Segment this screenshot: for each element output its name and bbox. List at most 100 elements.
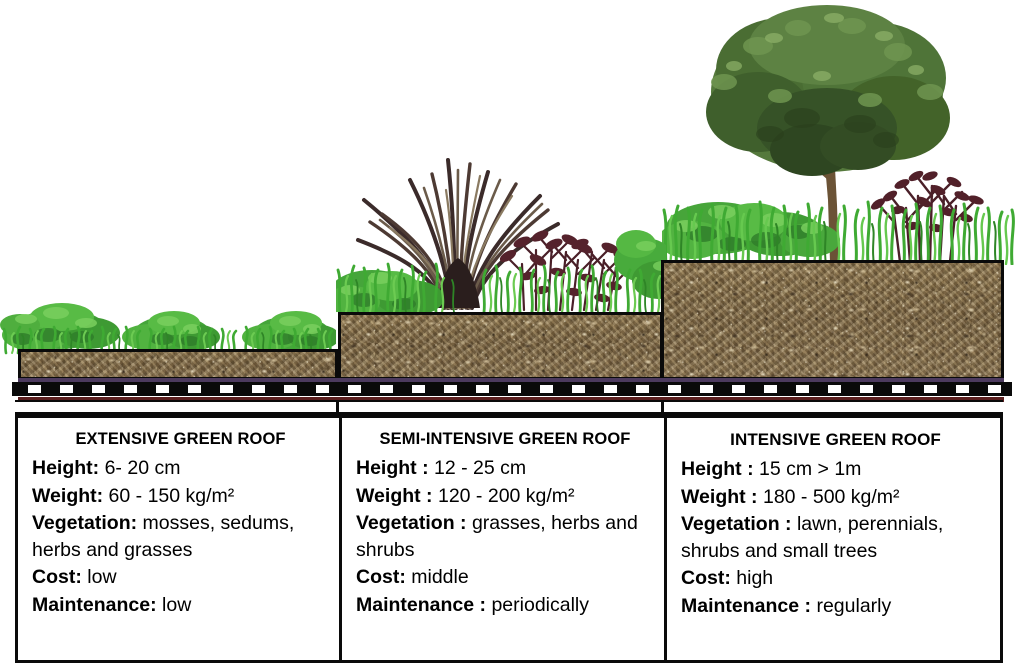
spec-sep-maintenance: : — [150, 593, 157, 616]
spec-label-height: Height — [681, 458, 742, 480]
sedum-mound-b — [122, 311, 220, 350]
spec-value-weight: 60 - 150 kg/m² — [103, 484, 235, 507]
spec-sep-height: : — [741, 458, 754, 480]
spec-height: Height : 12 - 25 cm — [356, 455, 654, 482]
green-herb-clump-left — [336, 270, 444, 312]
spec-cost: Cost: high — [681, 565, 990, 592]
vegetation-extensive — [0, 303, 336, 355]
spec-weight: Weight : 120 - 200 kg/m² — [356, 483, 654, 510]
panel-extensive-green-roof: EXTENSIVE GREEN ROOF Height: 6- 20 cm We… — [18, 418, 339, 660]
spec-label-maintenance: Maintenance — [681, 594, 800, 617]
drainage-dash — [252, 385, 265, 393]
drainage-dash — [412, 385, 425, 393]
spec-label-cost: Cost — [356, 566, 400, 589]
panel-semi-intensive-green-roof: SEMI-INTENSIVE GREEN ROOF Height : 12 - … — [339, 418, 664, 660]
spec-list-intensive: Height : 15 cm > 1m Weight : 180 - 500 k… — [681, 456, 990, 620]
spec-list-semi-intensive: Height : 12 - 25 cm Weight : 120 - 200 k… — [356, 455, 654, 619]
spec-sep-vegetation: : — [130, 512, 138, 535]
drainage-dash — [796, 385, 809, 393]
spec-maintenance: Maintenance : regularly — [681, 593, 990, 620]
roof-cross-section-illustration — [0, 5, 1015, 415]
substrate-block-intensive — [661, 260, 1004, 380]
drainage-dash — [892, 385, 905, 393]
bronze-ornamental-grass — [356, 158, 560, 310]
deck-divider-left — [336, 400, 339, 415]
spec-cost: Cost: middle — [356, 564, 654, 591]
vegetation-intensive — [662, 5, 1015, 265]
spec-value-height: 12 - 25 cm — [428, 457, 527, 479]
roof-deck-layer — [15, 400, 1003, 415]
panel-title-extensive: EXTENSIVE GREEN ROOF — [75, 430, 286, 448]
spec-label-weight: Weight — [356, 484, 421, 507]
spec-label-height: Height — [356, 457, 417, 479]
lawn-grass — [662, 200, 1015, 265]
drainage-dash — [284, 385, 297, 393]
drainage-dash — [348, 385, 361, 393]
spec-maintenance: Maintenance: low — [32, 592, 329, 619]
spec-vegetation: Vegetation: mosses, sedums, herbs and gr… — [32, 510, 329, 563]
spec-sep-weight: : — [96, 484, 104, 507]
spec-sep-maintenance: : — [799, 594, 812, 617]
burgundy-shrub-foliage — [499, 230, 643, 303]
grass-band — [336, 262, 666, 312]
panel-title-intensive: INTENSIVE GREEN ROOF — [730, 430, 941, 449]
spec-weight: Weight : 180 - 500 kg/m² — [681, 484, 990, 511]
drainage-layer — [12, 382, 1012, 396]
waterproof-membrane-layer — [18, 397, 1004, 402]
spec-value-height: 15 cm > 1m — [753, 458, 862, 480]
spec-value-cost: high — [730, 567, 774, 590]
spec-value-maintenance: regularly — [811, 594, 892, 617]
spec-label-weight: Weight — [32, 484, 97, 507]
spec-value-weight: 180 - 500 kg/m² — [757, 485, 900, 508]
burgundy-shrub-leaves — [871, 170, 984, 233]
drainage-dash — [860, 385, 873, 393]
spec-sep-cost: : — [724, 567, 731, 590]
tree-trunk — [823, 112, 839, 262]
spec-label-maintenance: Maintenance — [32, 593, 151, 616]
burgundy-shrub-mass — [506, 236, 634, 312]
spec-cost: Cost: low — [32, 564, 329, 591]
burgundy-shrub — [878, 176, 976, 264]
spec-label-cost: Cost — [32, 566, 76, 589]
panel-title-semi-intensive: SEMI-INTENSIVE GREEN ROOF — [379, 430, 631, 448]
drainage-dash — [668, 385, 681, 393]
drainage-dash — [988, 385, 1001, 393]
spec-sep-height: : — [416, 457, 429, 479]
drainage-dash — [924, 385, 937, 393]
spec-label-vegetation: Vegetation — [356, 512, 455, 535]
filter-fleece-layer — [18, 378, 1004, 382]
spec-list-extensive: Height: 6- 20 cm Weight: 60 - 150 kg/m² … — [32, 455, 329, 619]
drainage-dash — [572, 385, 585, 393]
spec-sep-maintenance: : — [474, 593, 487, 616]
spec-sep-vegetation: : — [779, 513, 792, 536]
comparison-panels: EXTENSIVE GREEN ROOF Height: 6- 20 cm We… — [15, 415, 1003, 663]
spec-value-weight: 120 - 200 kg/m² — [432, 484, 575, 507]
drainage-dash — [316, 385, 329, 393]
spec-sep-weight: : — [745, 485, 758, 508]
drainage-dash — [28, 385, 41, 393]
spec-value-vegetation: lawn, perennials, shrubs and small trees — [681, 513, 944, 562]
drainage-dash — [380, 385, 393, 393]
spec-sep-cost: : — [75, 566, 82, 589]
spec-maintenance: Maintenance : periodically — [356, 592, 654, 619]
spec-height: Height : 15 cm > 1m — [681, 456, 990, 483]
drainage-dash — [444, 385, 457, 393]
panel-intensive-green-roof: INTENSIVE GREEN ROOF Height : 15 cm > 1m… — [664, 418, 1000, 660]
drainage-dash — [124, 385, 137, 393]
deck-divider-right — [661, 400, 664, 415]
sedum-mound-a — [0, 303, 120, 351]
spec-weight: Weight: 60 - 150 kg/m² — [32, 483, 329, 510]
drainage-dash — [956, 385, 969, 393]
drainage-dash — [764, 385, 777, 393]
spec-value-cost: middle — [405, 566, 469, 589]
spec-label-vegetation: Vegetation — [32, 512, 131, 535]
spec-label-height: Height — [32, 457, 93, 479]
drainage-dash — [508, 385, 521, 393]
tree-branches — [803, 112, 858, 180]
drainage-dash — [60, 385, 73, 393]
green-herb-clump-right — [614, 230, 666, 299]
spec-label-vegetation: Vegetation — [681, 513, 780, 536]
spec-value-maintenance: periodically — [486, 593, 590, 616]
vegetation-semi-intensive — [336, 158, 666, 312]
